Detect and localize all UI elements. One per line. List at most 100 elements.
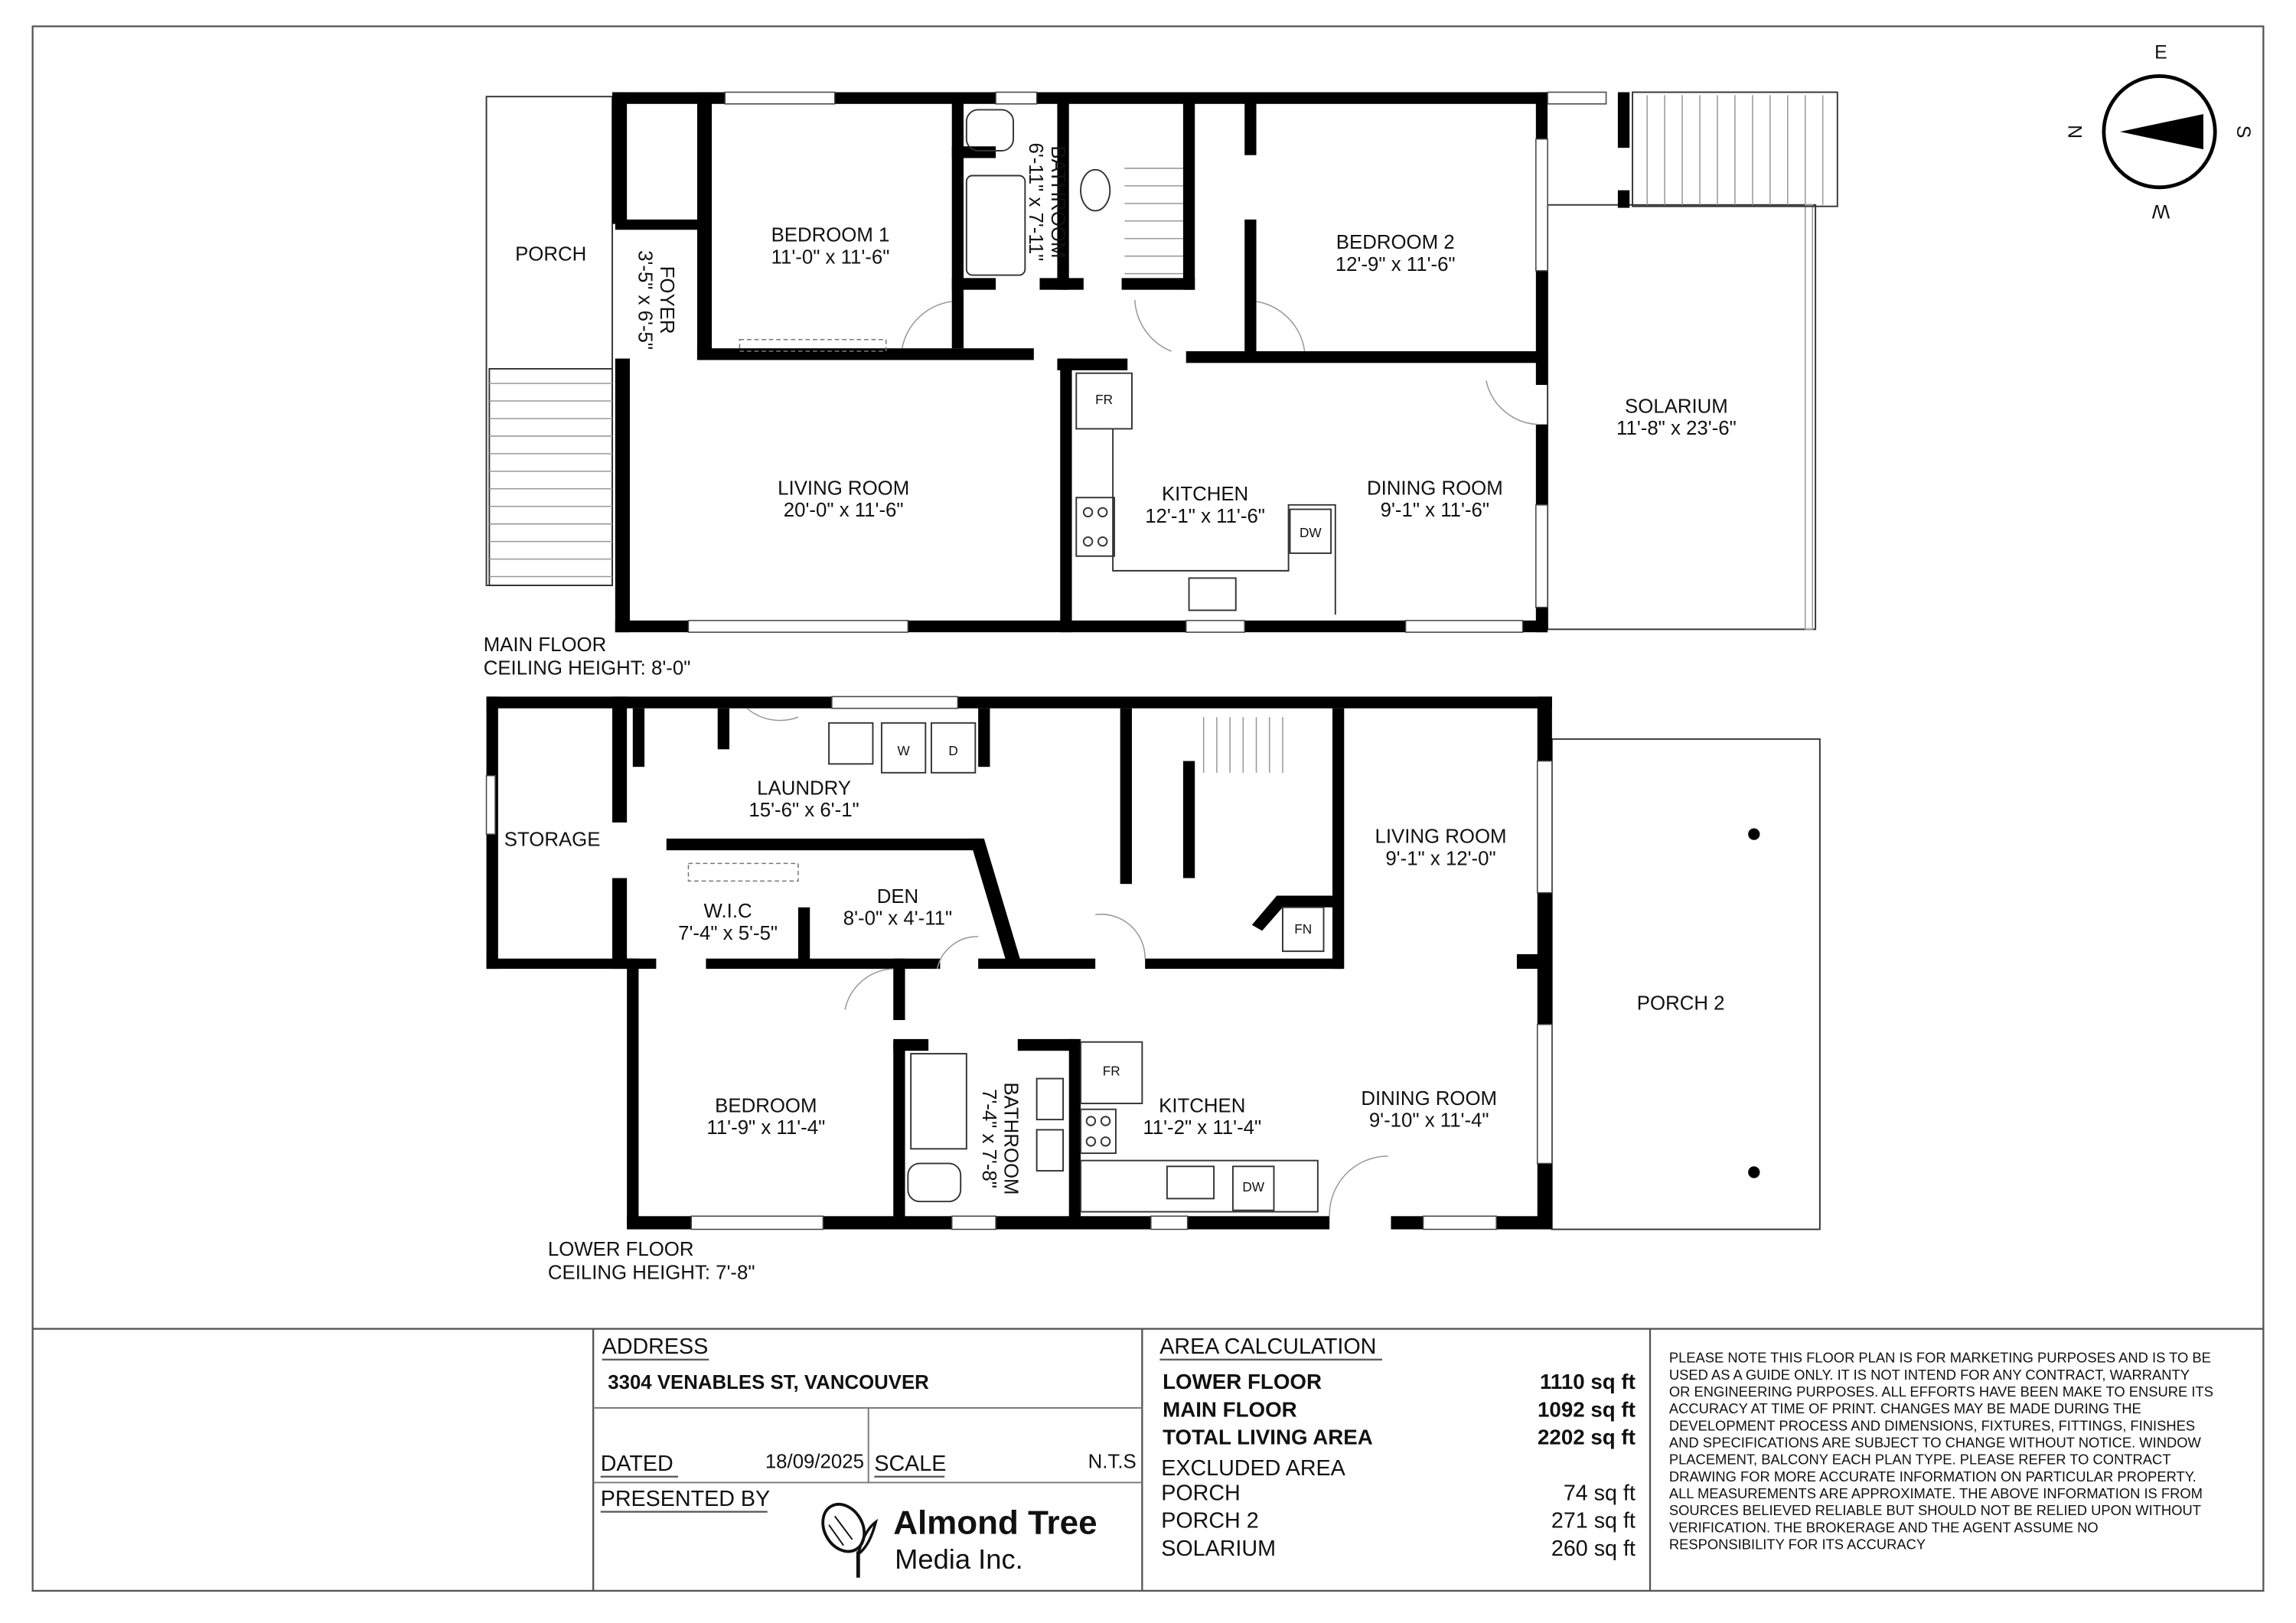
compass-n: N [2065, 125, 2086, 139]
bedroom1-dim: 11'-0" x 11'-6" [771, 246, 890, 268]
compass-w: W [2151, 200, 2170, 222]
bedroom1-label: BEDROOM 1 [771, 225, 890, 246]
main-fixtures: FR DW [739, 109, 1336, 615]
excluded-row-name: PORCH [1161, 1481, 1241, 1505]
excluded-row-name: PORCH 2 [1161, 1509, 1258, 1533]
lower-living-room-dim: 9'-1" x 12'-0" [1385, 848, 1495, 869]
disclaimer-line: RESPONSIBILITY FOR ITS ACCURACY [1669, 1537, 1926, 1553]
sheet-border [31, 25, 2265, 1592]
lower-living-room-label: LIVING ROOM [1375, 826, 1506, 848]
bedroom-dim: 11'-9" x 11'-4" [706, 1117, 825, 1139]
porch-stairs [488, 368, 613, 586]
laundry-label: LAUNDRY [757, 778, 851, 800]
kitchen-dim: 12'-1" x 11'-6" [1145, 506, 1265, 527]
disclaimer-line: SOURCES BELIEVED RELIABLE BUT SHOULD NOT… [1669, 1502, 2201, 1518]
area-calculation-label: AREA CALCULATION [1159, 1335, 1376, 1359]
bedroom2-label: BEDROOM 2 [1336, 232, 1455, 253]
bedroom-label: BEDROOM [715, 1096, 817, 1117]
disclaimer-line: AND SPECIFICATIONS ARE SUBJECT TO CHANGE… [1669, 1434, 2202, 1450]
bathroom-label: BATHROOM [1047, 145, 1068, 258]
washer-label: W [897, 743, 910, 758]
lower-walls [486, 696, 1552, 1230]
solarium-dim: 11'-8" x 23'-6" [1616, 418, 1737, 439]
main-walls [612, 92, 1630, 633]
disclaimer-line: OR ENGINEERING PURPOSES. ALL EFFORTS HAV… [1669, 1383, 2213, 1400]
foyer-label: FOYER [656, 266, 677, 334]
excluded-area-label: EXCLUDED AREA [1161, 1456, 1345, 1481]
excluded-row-value: 74 sq ft [1564, 1481, 1636, 1505]
wic-dim: 7'-4" x 5'-5" [678, 923, 778, 944]
lower-floor-plan: W D FN FR DW STOR [485, 696, 1821, 1284]
main-floor-ceiling: CEILING HEIGHT: 8'-0" [484, 658, 691, 680]
logo-line2: Media Inc. [895, 1543, 1023, 1575]
dining-room-label: DINING ROOM [1367, 477, 1503, 499]
address-label: ADDRESS [602, 1335, 709, 1359]
main-floor-label: MAIN FLOOR [484, 634, 607, 656]
den-dim: 8'-0" x 4'-11" [843, 908, 952, 930]
storage-label: STORAGE [504, 829, 601, 850]
area-row-name: TOTAL LIVING AREA [1163, 1426, 1373, 1449]
scale-value: N.T.S [1088, 1451, 1137, 1472]
disclaimer-line: PLEASE NOTE THIS FLOOR PLAN IS FOR MARKE… [1669, 1350, 2211, 1366]
area-row-name: LOWER FLOOR [1163, 1370, 1322, 1393]
lower-dining-room-label: DINING ROOM [1361, 1088, 1497, 1110]
scale-label: SCALE [874, 1452, 946, 1476]
disclaimer-line: DEVELOPMENT PROCESS AND DIMENSIONS, FIXT… [1669, 1417, 2195, 1433]
dining-room-dim: 9'-1" x 11'-6" [1381, 500, 1489, 521]
laundry-dim: 15'-6" x 6'-1" [748, 800, 859, 821]
excluded-row-value: 260 sq ft [1551, 1537, 1636, 1561]
living-room-dim: 20'-0" x 11'-6" [784, 500, 904, 521]
disclaimer-line: ACCURACY AT TIME OF PRINT. CHANGES MAY B… [1669, 1400, 2141, 1416]
foyer-dim: 3'-5" x 6'-5" [634, 250, 655, 350]
title-block: ADDRESS 3304 VENABLES ST, VANCOUVER DATE… [32, 1328, 2264, 1591]
lower-floor-label: LOWER FLOOR [548, 1239, 694, 1260]
area-row-value: 1110 sq ft [1540, 1370, 1636, 1393]
dated-value: 18/09/2025 [765, 1451, 864, 1472]
area-row-value: 1092 sq ft [1538, 1397, 1636, 1421]
logo-line1: Almond Tree [893, 1504, 1097, 1541]
main-floor-plan: FR DW PORCH FOYER 3'-5" x 6'-5" BEDROOM … [484, 91, 1838, 680]
disclaimer-line: ALL MEASUREMENTS ARE APPROXIMATE. THE AB… [1669, 1485, 2203, 1501]
dishwasher-label: DW [1300, 525, 1322, 540]
compass-s: S [2232, 125, 2254, 139]
bedroom2-dim: 12'-9" x 11'-6" [1336, 254, 1456, 275]
compass-e: E [2154, 42, 2167, 64]
lower-bathroom-label: BATHROOM [1000, 1082, 1022, 1194]
excluded-row-value: 271 sq ft [1551, 1509, 1636, 1533]
bathroom-dim: 6'-11" x 7'-11" [1025, 143, 1046, 262]
fridge-label: FR [1095, 392, 1113, 407]
porch-label: PORCH [515, 243, 586, 265]
presented-by-label: PRESENTED BY [601, 1487, 770, 1511]
lower-bathroom-dim: 7'-4" x 7'-8" [978, 1089, 1000, 1188]
disclaimer-line: DRAWING FOR MORE ACCURATE INFORMATION ON… [1669, 1468, 2197, 1484]
wic-label: W.I.C [704, 901, 752, 922]
kitchen-label: KITCHEN [1162, 484, 1248, 505]
lower-kitchen-label: KITCHEN [1159, 1096, 1245, 1117]
address-value: 3304 VENABLES ST, VANCOUVER [608, 1372, 929, 1393]
excluded-row-name: SOLARIUM [1161, 1537, 1276, 1561]
area-row-value: 2202 sq ft [1538, 1426, 1636, 1449]
almond-tree-logo: Almond Tree Media Inc. [821, 1502, 1097, 1578]
den-label: DEN [877, 886, 918, 908]
furnace-label: FN [1294, 921, 1312, 937]
lower-kitchen-dim: 11'-2" x 11'-4" [1143, 1117, 1261, 1139]
lower-dishwasher-label: DW [1242, 1179, 1264, 1194]
area-row-name: MAIN FLOOR [1163, 1397, 1297, 1421]
almond-leaf-icon [821, 1502, 879, 1578]
disclaimer-line: USED AS A GUIDE ONLY. IT IS NOT INTEND F… [1669, 1367, 2190, 1383]
lower-floor-ceiling: CEILING HEIGHT: 7'-8" [548, 1263, 755, 1284]
compass: E W S N [2065, 42, 2254, 222]
lower-fixtures: W D FN FR DW [687, 717, 1325, 1213]
lower-dining-room-dim: 9'-10" x 11'-4" [1369, 1110, 1489, 1132]
dated-label: DATED [601, 1452, 673, 1476]
disclaimer-line: VERIFICATION. THE BROKERAGE AND THE AGEN… [1669, 1519, 2099, 1535]
solarium-stairs [1632, 91, 1838, 207]
solarium-label: SOLARIUM [1625, 396, 1728, 417]
lower-fridge-label: FR [1103, 1064, 1120, 1079]
porch2-label: PORCH 2 [1637, 993, 1725, 1015]
dryer-label: D [948, 743, 957, 758]
disclaimer-line: PLACEMENT, BALCONY EACH PLAN TYPE. PLEAS… [1669, 1452, 2171, 1468]
compass-arrow-icon [2119, 114, 2203, 150]
living-room-label: LIVING ROOM [778, 477, 909, 499]
